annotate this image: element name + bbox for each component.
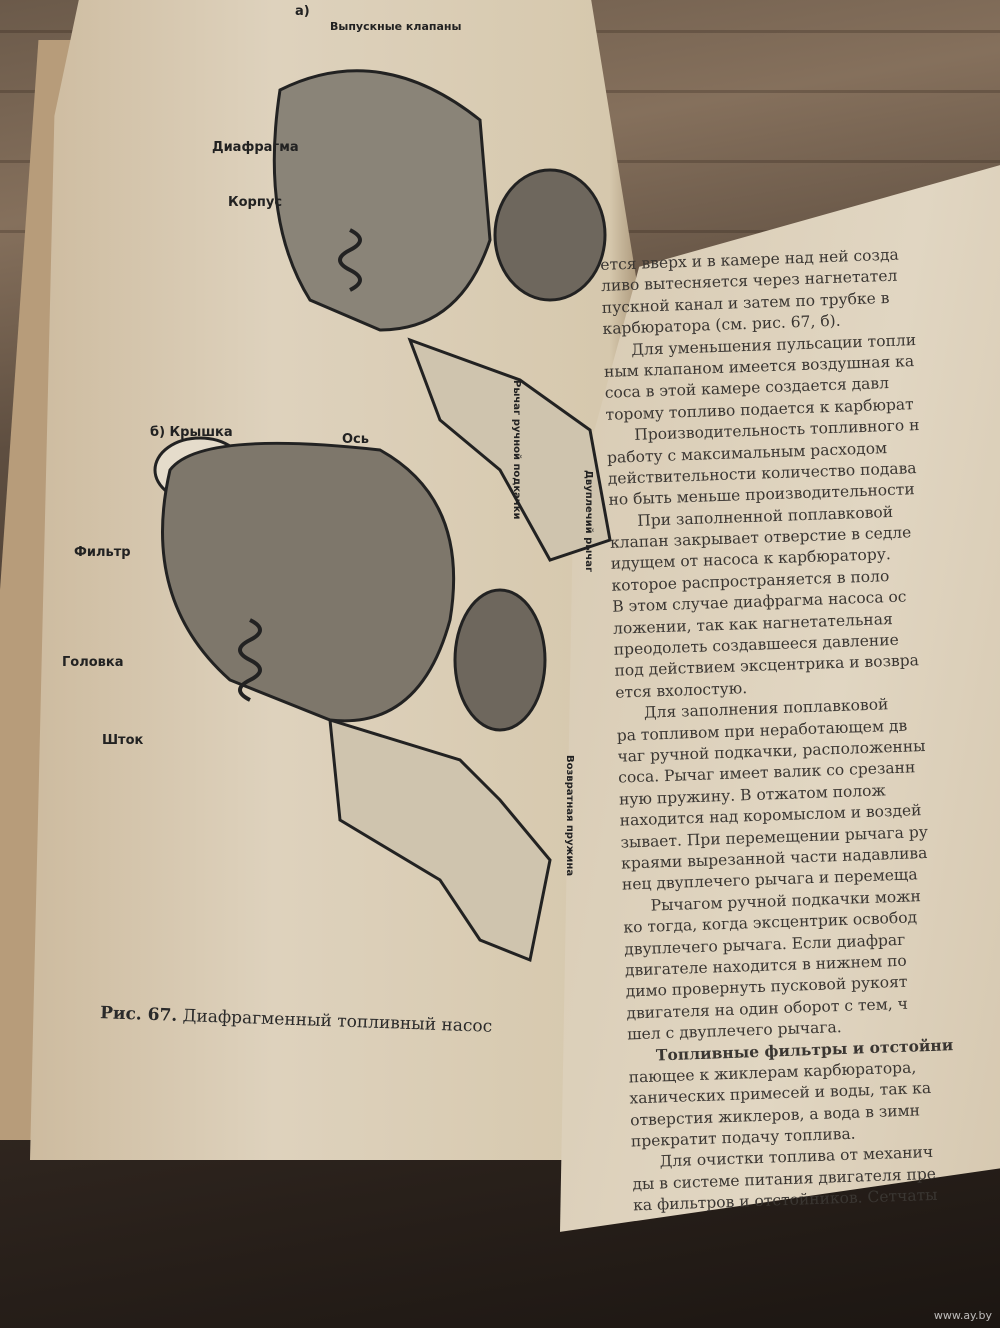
watermark: www.ay.by: [933, 1309, 992, 1322]
label-exhaust-valves: Выпускные клапаны: [330, 20, 462, 33]
label-diaphragm: Диафрагма: [212, 140, 299, 155]
label-head: Головка: [62, 655, 124, 670]
label-double-lever: Двуплечий рычаг: [583, 470, 594, 573]
label-hand-lever: Рычаг ручной подкачки: [511, 380, 522, 520]
label-body: Корпус: [228, 195, 283, 210]
label-b-cover: б) Крышка: [150, 425, 233, 440]
label-rod: Шток: [102, 733, 144, 748]
right-page: [560, 165, 1000, 1232]
label-filter: Фильтр: [74, 545, 131, 560]
fuel-pump-illustration: [153, 69, 612, 963]
label-axle: Ось: [342, 432, 369, 447]
caption-number: Рис. 67.: [99, 1003, 178, 1026]
label-a: а): [295, 4, 310, 19]
label-return-spring: Возвратная пружина: [564, 755, 575, 877]
